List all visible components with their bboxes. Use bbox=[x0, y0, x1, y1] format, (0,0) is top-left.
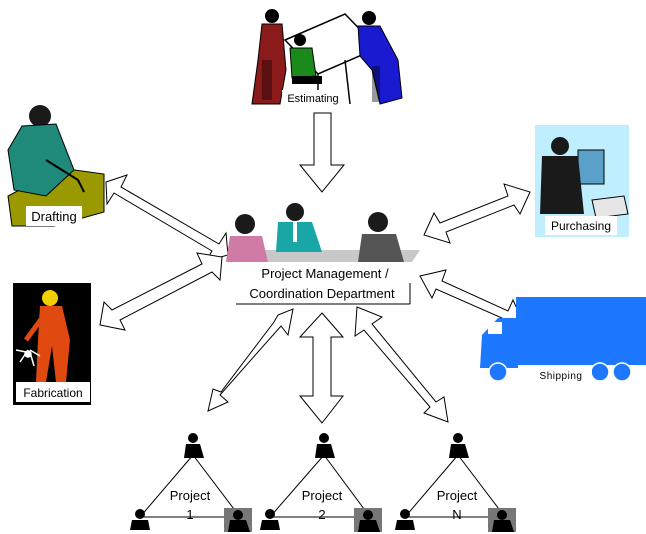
truck-icon bbox=[480, 297, 646, 382]
project-person-left-icon bbox=[130, 509, 150, 530]
project-1-label-line-2: 1 bbox=[186, 507, 193, 522]
purchasing-node: Purchasing bbox=[535, 125, 629, 237]
project-2-label-line-1: Project bbox=[302, 488, 343, 503]
project-n-label-line-2: N bbox=[452, 507, 461, 522]
pm-person-left-icon bbox=[226, 214, 268, 262]
project-triangle bbox=[138, 454, 242, 518]
welding-spark-icon bbox=[15, 349, 41, 367]
arrow-pm-project-1 bbox=[207, 308, 294, 412]
project-management-node: Project Management / Coordination Depart… bbox=[226, 203, 420, 305]
pm-label-line-1: Project Management / bbox=[261, 266, 389, 281]
arrow-pm-project-n bbox=[354, 306, 449, 423]
arrow-fabrication-pm bbox=[99, 252, 223, 331]
estimating-label-bg bbox=[282, 90, 344, 106]
shipping-node: Shipping bbox=[480, 297, 646, 382]
project-person-right-icon bbox=[358, 510, 380, 532]
shipping-label: Shipping bbox=[540, 371, 583, 382]
estimating-node: Estimating bbox=[251, 9, 403, 106]
project-2-node: Project 2 bbox=[260, 433, 382, 532]
project-1-label-line-1: Project bbox=[170, 488, 211, 503]
fabrication-label: Fabrication bbox=[23, 386, 82, 400]
purchasing-person-icon bbox=[540, 137, 584, 214]
pm-person-right-icon bbox=[358, 212, 404, 262]
project-person-top-icon bbox=[449, 433, 469, 458]
project-n-label-line-1: Project bbox=[437, 488, 478, 503]
arrow-drafting-pm bbox=[105, 174, 229, 262]
project-person-left-icon bbox=[395, 509, 415, 530]
project-2-label-line-2: 2 bbox=[318, 507, 325, 522]
drafting-label: Drafting bbox=[31, 209, 77, 224]
estimating-person-right-icon bbox=[357, 11, 403, 105]
fabrication-node: Fabrication bbox=[13, 283, 91, 405]
welder-icon bbox=[23, 290, 70, 382]
drafting-label-bg bbox=[26, 206, 82, 226]
purchasing-label: Purchasing bbox=[551, 219, 611, 233]
fabrication-label-bg bbox=[16, 382, 90, 402]
desk-phone-icon bbox=[591, 195, 629, 219]
project-person-right-icon bbox=[228, 510, 250, 532]
estimating-label: Estimating bbox=[287, 93, 338, 105]
drafting-node: Drafting bbox=[7, 105, 105, 227]
project-person-top-icon bbox=[315, 433, 335, 458]
estimating-person-seated-icon bbox=[289, 34, 322, 84]
estimating-person-left-icon bbox=[251, 9, 287, 105]
arrows bbox=[99, 112, 531, 424]
pm-label-bg bbox=[236, 262, 414, 304]
shipping-label-bg bbox=[530, 368, 592, 382]
pm-person-center-icon bbox=[276, 203, 322, 252]
pm-label-line-2: Coordination Department bbox=[249, 286, 395, 301]
project-triangle bbox=[268, 454, 371, 518]
project-triangle bbox=[403, 454, 507, 518]
project-1-node: Project 1 bbox=[130, 433, 252, 532]
arrow-purchasing-pm bbox=[423, 183, 531, 244]
purchasing-label-bg bbox=[545, 216, 617, 235]
project-person-top-icon bbox=[184, 433, 204, 458]
computer-monitor-icon bbox=[577, 149, 605, 185]
project-person-right-icon bbox=[492, 510, 514, 532]
project-n-node: Project N bbox=[395, 433, 516, 532]
arrow-estimating-to-pm bbox=[298, 112, 346, 193]
project-person-left-icon bbox=[260, 509, 280, 530]
drafting-person-icon bbox=[7, 105, 85, 197]
arrow-pm-project-2 bbox=[298, 312, 345, 424]
